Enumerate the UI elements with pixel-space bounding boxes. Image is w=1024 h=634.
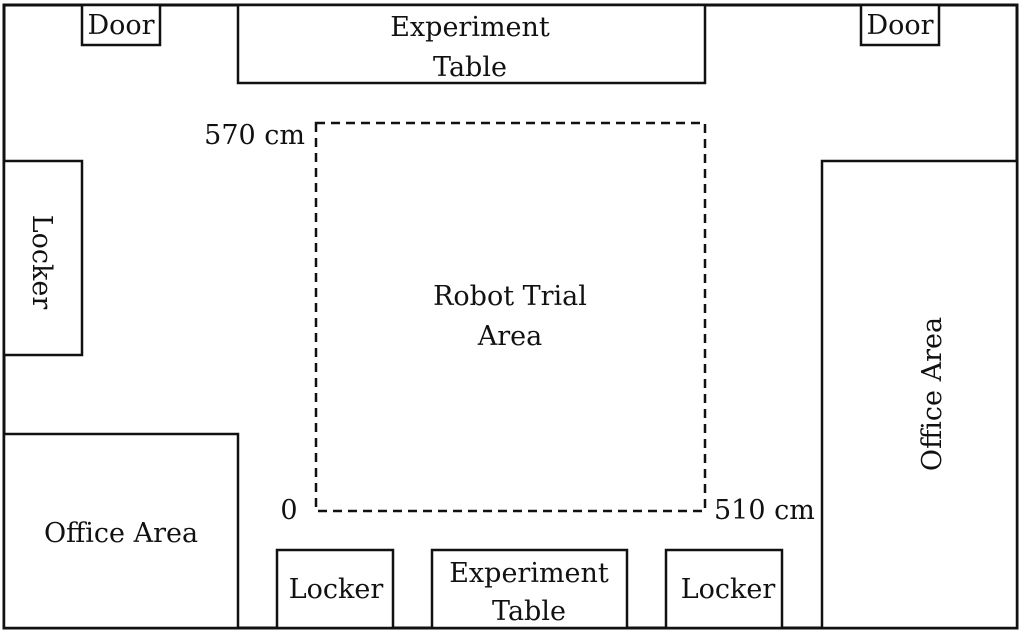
locker-bottom-left-label: Locker [289, 574, 384, 605]
robot-trial-area-label-line1-text: Robot Trial [433, 281, 587, 312]
experiment-table-top-label-line2: Table [433, 52, 507, 83]
office-area-right-label: Office Area [917, 317, 948, 471]
office-area-left-label: Office Area [44, 518, 198, 549]
locker-bottom-right [664, 548, 784, 630]
locker-bottom-right-label: Locker [681, 574, 776, 605]
door-left [80, 3, 162, 47]
locker-left [2, 159, 84, 357]
axis-origin-label: 0 [280, 495, 297, 526]
locker-bottom-left [275, 548, 395, 630]
experiment-table-top-label-line1: Experiment [390, 12, 550, 43]
experiment-table-top [236, 3, 707, 85]
axis-y-max-label: 570 cm [204, 120, 305, 151]
door-right [859, 3, 941, 47]
office-area-right [820, 159, 1019, 630]
office-area-left [2, 432, 240, 630]
experiment-table-bottom-label-line1: Experiment [449, 558, 609, 589]
locker-left-label: Locker [26, 215, 57, 310]
robot-trial-area [314, 121, 707, 513]
axis-x-max-label: 510 cm [714, 495, 815, 526]
door-right-label: Door [866, 10, 933, 41]
door-left-label: Door [87, 10, 154, 41]
experiment-table-bottom [430, 548, 629, 630]
experiment-table-bottom-label-line2: Table [492, 596, 566, 627]
robot-trial-area-label-line2: Area [477, 321, 542, 352]
